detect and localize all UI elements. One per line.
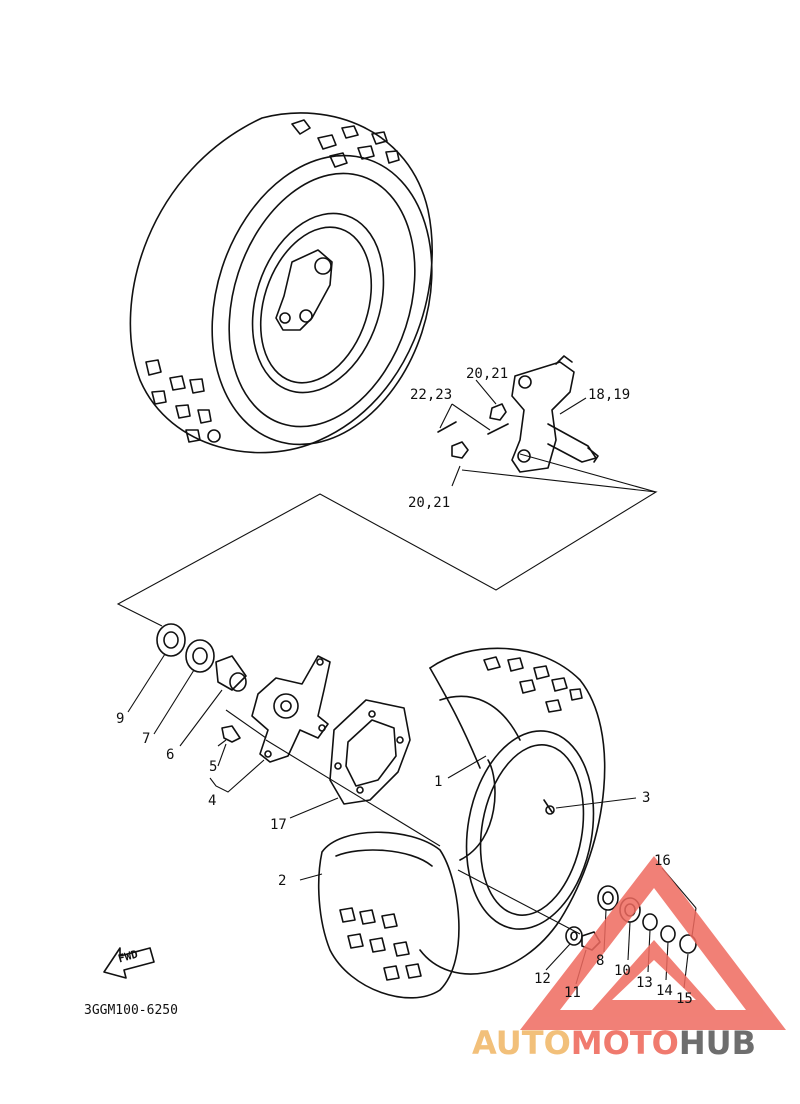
- callout-3: 3: [642, 790, 651, 806]
- callout-9: 9: [116, 711, 125, 727]
- callout-15: 15: [676, 991, 693, 1007]
- tire-1: [419, 647, 606, 975]
- diagram-code: 3GGM100-6250: [84, 1003, 178, 1018]
- watermark-text: AUTOMOTOHUB: [472, 1024, 756, 1062]
- callout-20-21-top: 20,21: [466, 366, 509, 382]
- callout-1: 1: [434, 774, 443, 790]
- callout-14: 14: [656, 983, 673, 999]
- assembly-frame: [116, 453, 658, 739]
- callout-16: 16: [654, 853, 671, 869]
- callout-7: 7: [142, 731, 151, 747]
- stud-bolt-5: [217, 725, 241, 747]
- callout-22-23: 22,23: [410, 387, 453, 403]
- collar-6: [215, 655, 247, 692]
- brake-disc-17: [329, 699, 411, 805]
- callout-11: 11: [564, 985, 581, 1001]
- nuts-and-cotter-pins: [437, 379, 587, 487]
- watermark-part-hub: HUB: [678, 1024, 757, 1062]
- bearing-7: [185, 639, 215, 673]
- callout-18-19: 18,19: [588, 387, 631, 403]
- callout-6: 6: [166, 747, 175, 763]
- watermark-part-moto: MOTO: [570, 1024, 679, 1062]
- callout-8: 8: [596, 953, 605, 969]
- watermark-part-auto: AUTO: [472, 1024, 571, 1062]
- callout-5: 5: [209, 759, 218, 775]
- callout-10: 10: [614, 963, 631, 979]
- callout-17: 17: [270, 817, 287, 833]
- assembled-wheel: [129, 112, 433, 454]
- steering-knuckle: [511, 355, 599, 473]
- rim-2: [317, 831, 460, 999]
- callout-13: 13: [636, 975, 653, 991]
- wheel-hub-4: [251, 655, 331, 763]
- callout-12: 12: [534, 971, 551, 987]
- callout-4: 4: [208, 793, 217, 809]
- automotohub-logo-icon: [520, 856, 786, 1030]
- fwd-arrow-icon: [103, 947, 155, 979]
- callout-20-21-bottom: 20,21: [408, 495, 451, 511]
- bearing-seal-9: [156, 623, 186, 657]
- callout-2: 2: [278, 873, 287, 889]
